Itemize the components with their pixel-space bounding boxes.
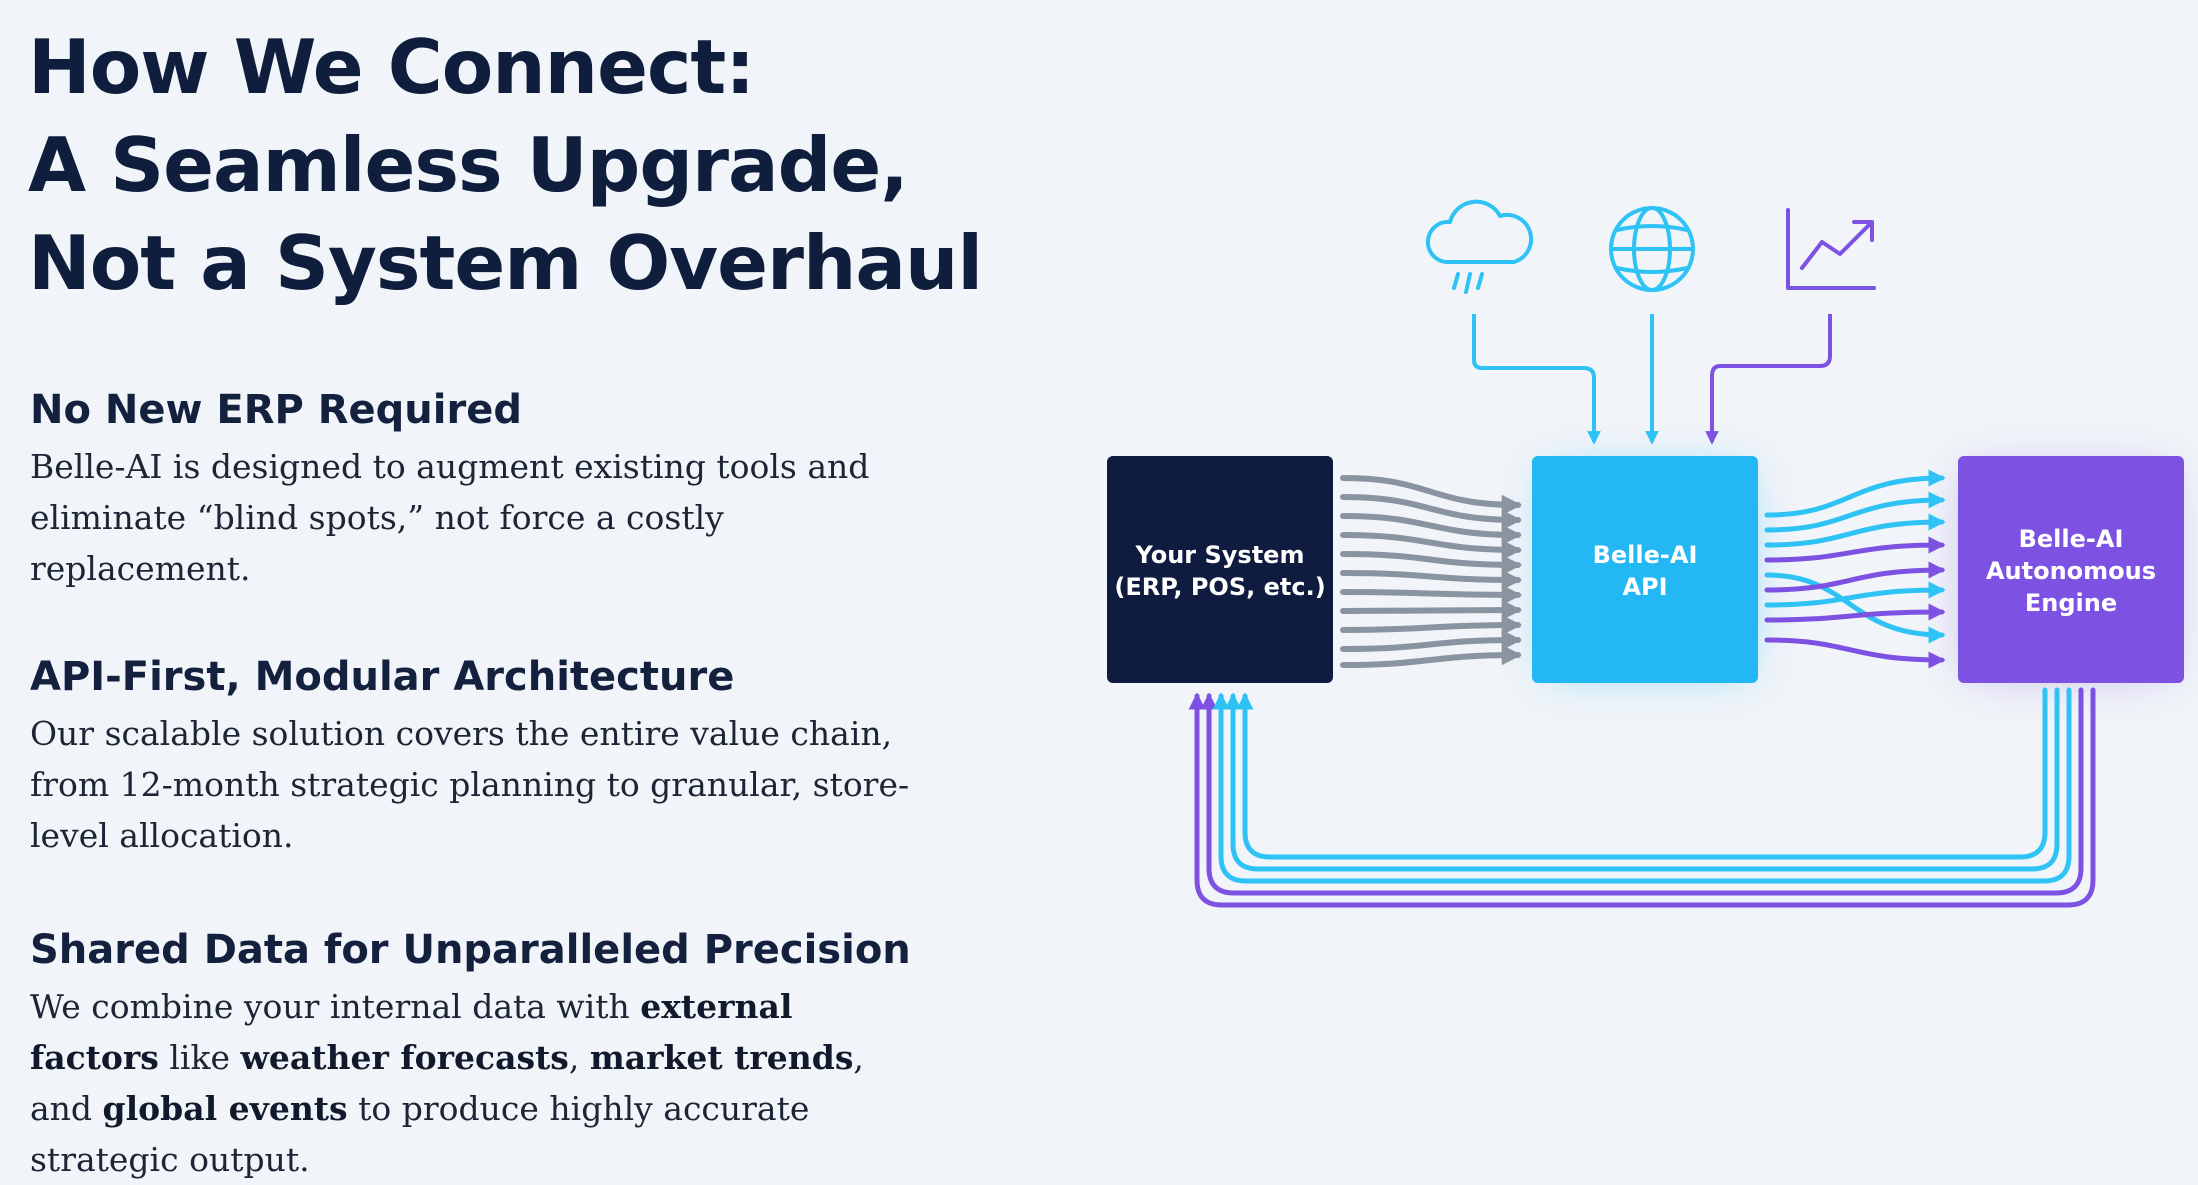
- section-heading: API-First, Modular Architecture: [30, 654, 735, 700]
- architecture-diagram: Your System (ERP, POS, etc.) Belle-AI AP…: [1107, 199, 2184, 908]
- section-body: Belle-AI is designed to augment existing…: [30, 447, 870, 588]
- autonomous-engine-node: Belle-AI Autonomous Engine: [1958, 456, 2184, 683]
- section-body: We combine your internal data with exter…: [30, 981, 930, 1185]
- weather-input-arrow: [1472, 314, 1601, 445]
- api-label-2: API: [1622, 573, 1667, 601]
- section-heading: No New ERP Required: [30, 387, 522, 433]
- your-system-label-1: Your System: [1135, 541, 1305, 569]
- emphasis-external-factors: external factors: [30, 987, 793, 1077]
- title-line-1: How We Connect:: [28, 23, 755, 111]
- section-api-first: API-First, Modular Architecture Our scal…: [30, 652, 930, 861]
- section-body: Our scalable solution covers the entire …: [30, 714, 910, 855]
- cloud-rain-icon: [1425, 199, 1534, 294]
- api-label-1: Belle-AI: [1593, 541, 1698, 569]
- emphasis-market-trends: market trends: [589, 1038, 854, 1077]
- body-text: ,: [568, 1038, 590, 1077]
- system-to-api-flows: [1340, 475, 1523, 668]
- engine-label-3: Engine: [2025, 589, 2117, 617]
- section-heading: Shared Data for Unparalleled Precision: [30, 927, 911, 973]
- feedback-loop-flows: [1188, 687, 2096, 908]
- globe-icon: [1609, 206, 1695, 292]
- belle-ai-api-node: Belle-AI API: [1532, 456, 1758, 683]
- body-text: like: [158, 1038, 241, 1077]
- your-system-node: Your System (ERP, POS, etc.): [1107, 456, 1333, 683]
- api-to-engine-flows: [1764, 469, 1946, 669]
- section-no-new-erp: No New ERP Required Belle-AI is designed…: [30, 385, 930, 594]
- body-text: , and: [30, 1038, 864, 1128]
- section-shared-data: Shared Data for Unparalleled Precision W…: [30, 925, 930, 1185]
- trend-chart-icon: [1786, 208, 1876, 290]
- emphasis-weather-forecasts: weather forecasts: [240, 1038, 569, 1077]
- title-line-2: A Seamless Upgrade,: [28, 121, 909, 209]
- emphasis-global-events: global events: [102, 1089, 348, 1128]
- your-system-label-2: (ERP, POS, etc.): [1114, 573, 1325, 601]
- engine-label-1: Belle-AI: [2019, 525, 2124, 553]
- engine-label-2: Autonomous: [1986, 557, 2156, 585]
- title-line-3: Not a System Overhaul: [28, 219, 983, 307]
- trend-input-arrow: [1705, 314, 1832, 445]
- page-title: How We Connect: A Seamless Upgrade, Not …: [28, 18, 1008, 312]
- body-text: We combine your internal data with: [30, 987, 641, 1026]
